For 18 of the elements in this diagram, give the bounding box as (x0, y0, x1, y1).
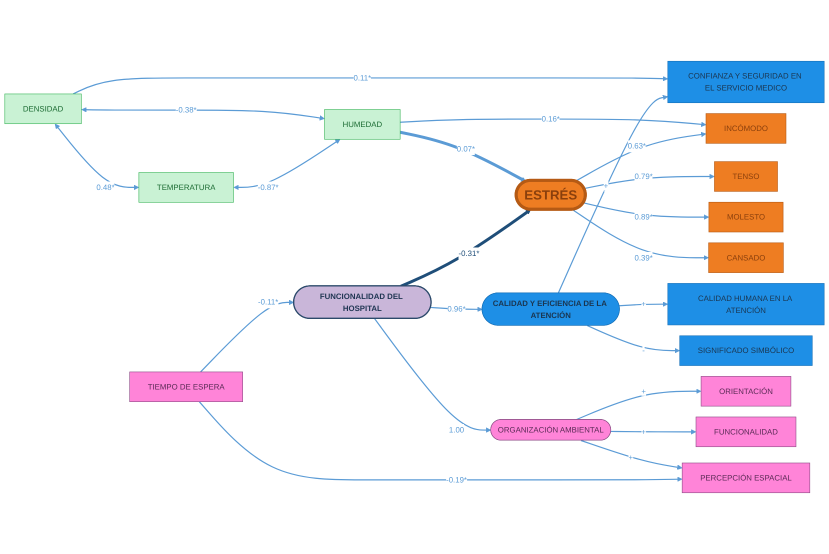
arrow (572, 208, 709, 260)
arrow (583, 202, 710, 220)
arrow (374, 318, 492, 433)
arrow (233, 139, 340, 190)
arrow (610, 429, 696, 434)
arrow (558, 94, 668, 294)
arrow (619, 302, 668, 307)
arrow (580, 440, 682, 470)
arrow (400, 118, 706, 127)
arrow (587, 325, 680, 354)
arrow (81, 107, 325, 121)
arrow (576, 388, 702, 420)
arrow (200, 300, 294, 372)
arrow (198, 401, 682, 482)
arrow (54, 124, 140, 190)
arrow (400, 130, 526, 182)
arrow (72, 76, 668, 94)
arrow (575, 132, 706, 182)
